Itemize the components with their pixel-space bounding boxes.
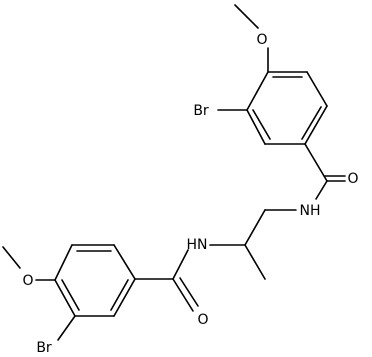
bond-ring-carbonyl-top (304, 143, 328, 182)
bond-carbonyl-bottom-double (179, 277, 199, 307)
bond-ring-bottom-4 (54, 279, 76, 317)
atom-nh-top: NH (300, 203, 321, 219)
atom-o-methoxy-bottom: O (22, 273, 33, 289)
atom-br-bottom: Br (36, 340, 52, 356)
bond-ring-top-5 (246, 109, 266, 145)
bond-ring-top-3 (304, 105, 328, 145)
bond-o-methyl-bottom (2, 246, 21, 269)
bond-ch2-ch (244, 209, 266, 246)
bond-carbonyl-n-top (315, 180, 328, 200)
atom-o-methoxy-top: O (256, 32, 267, 48)
atom-o-carbonyl-top: O (347, 171, 358, 187)
atom-br-top: Br (193, 103, 209, 119)
bond-ring-bottom-4-inner (61, 279, 80, 311)
bond-ring-bottom-6 (113, 278, 136, 317)
bond-ring-top-5-inner (252, 109, 271, 140)
bond-ring-top-6 (246, 71, 269, 111)
bond-n-carbonyl-bottom (172, 249, 189, 280)
bond-ring-bottom-1 (113, 244, 136, 280)
bond-ring-top-2 (306, 71, 328, 107)
bond-methyl-o-top (234, 4, 259, 29)
bond-ring-top-3-inner (301, 106, 322, 140)
bond-ring-bottom-6-inner (110, 279, 129, 311)
atom-o-carbonyl-bottom: O (197, 312, 208, 328)
bond-ring-bottom-3 (54, 244, 73, 281)
bond-ring-br-bottom (57, 315, 76, 341)
bond-carbonyl-bottom (172, 278, 194, 312)
bond-ch-methyl (244, 244, 266, 280)
atom-nh-bottom: HN (187, 237, 208, 253)
